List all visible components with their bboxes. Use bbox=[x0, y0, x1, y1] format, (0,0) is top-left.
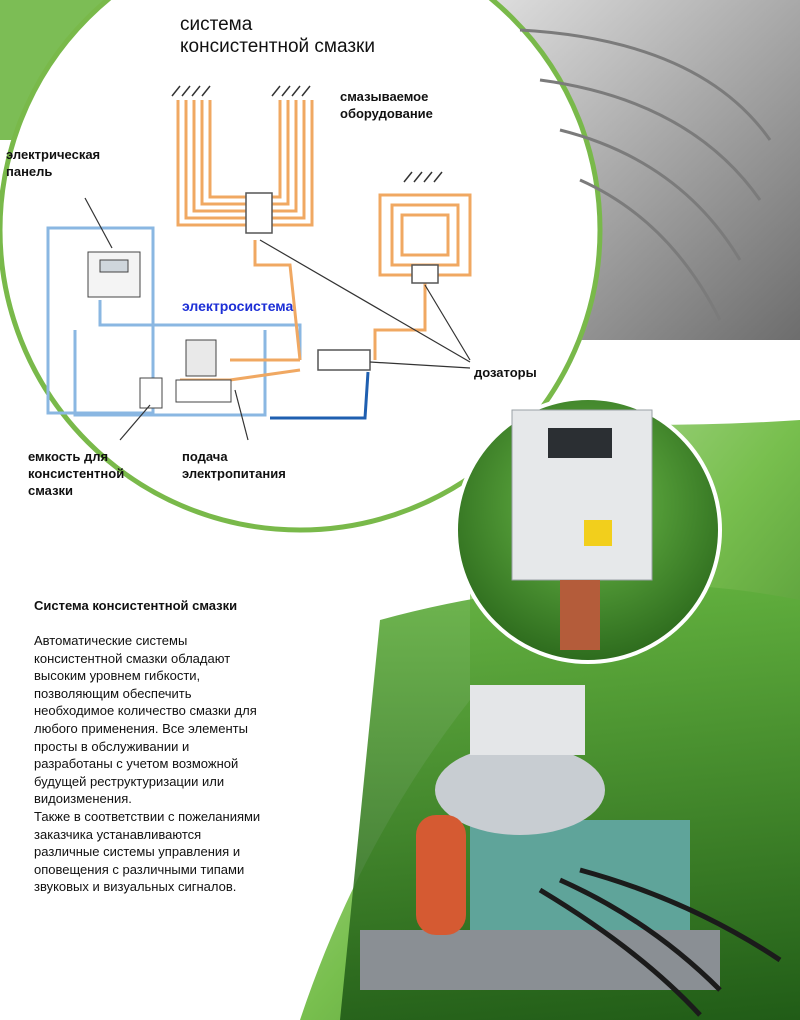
lubricated-equipment-line1: смазываемое bbox=[340, 89, 429, 104]
hoses bbox=[538, 867, 782, 1017]
dispensers-label: дозаторы bbox=[474, 365, 537, 380]
grease-tank-label: емкость для консистентной смазки bbox=[28, 448, 124, 499]
power-supply-line1: подача bbox=[182, 449, 228, 464]
diagram-lines bbox=[46, 85, 472, 441]
power-supply-label: подача электропитания bbox=[182, 448, 286, 482]
grease-tank-line2: консистентной bbox=[28, 466, 125, 481]
article-title: Система консистентной смазки bbox=[34, 598, 238, 613]
electric-system-label: электросистема bbox=[182, 298, 294, 314]
motor bbox=[435, 745, 605, 835]
diagram-title-line2: консистентной смазки bbox=[180, 36, 375, 57]
diagram-title: система консистентной смазки bbox=[180, 14, 375, 58]
red-accumulator bbox=[416, 815, 466, 935]
diagram-title-line1: система bbox=[180, 14, 253, 35]
pump-cabinet bbox=[470, 685, 585, 755]
grease-tank-line1: емкость для bbox=[28, 449, 109, 464]
lubricated-equipment-line2: оборудование bbox=[340, 106, 433, 121]
control-box-display bbox=[548, 428, 612, 458]
lubricated-equipment-label: смазываемое оборудование bbox=[340, 88, 433, 122]
electric-panel-label: электрическая панель bbox=[6, 146, 100, 180]
power-supply-line2: электропитания bbox=[182, 466, 286, 481]
electric-panel-line1: электрическая bbox=[6, 147, 101, 162]
grease-tank-line3: смазки bbox=[28, 483, 74, 498]
control-box-warning bbox=[584, 520, 612, 546]
cable-conduits bbox=[560, 580, 600, 650]
manifold-pipes bbox=[519, 28, 772, 321]
article-body: Автоматические системы консистентной сма… bbox=[34, 633, 261, 895]
electric-panel-line2: панель bbox=[6, 164, 53, 179]
